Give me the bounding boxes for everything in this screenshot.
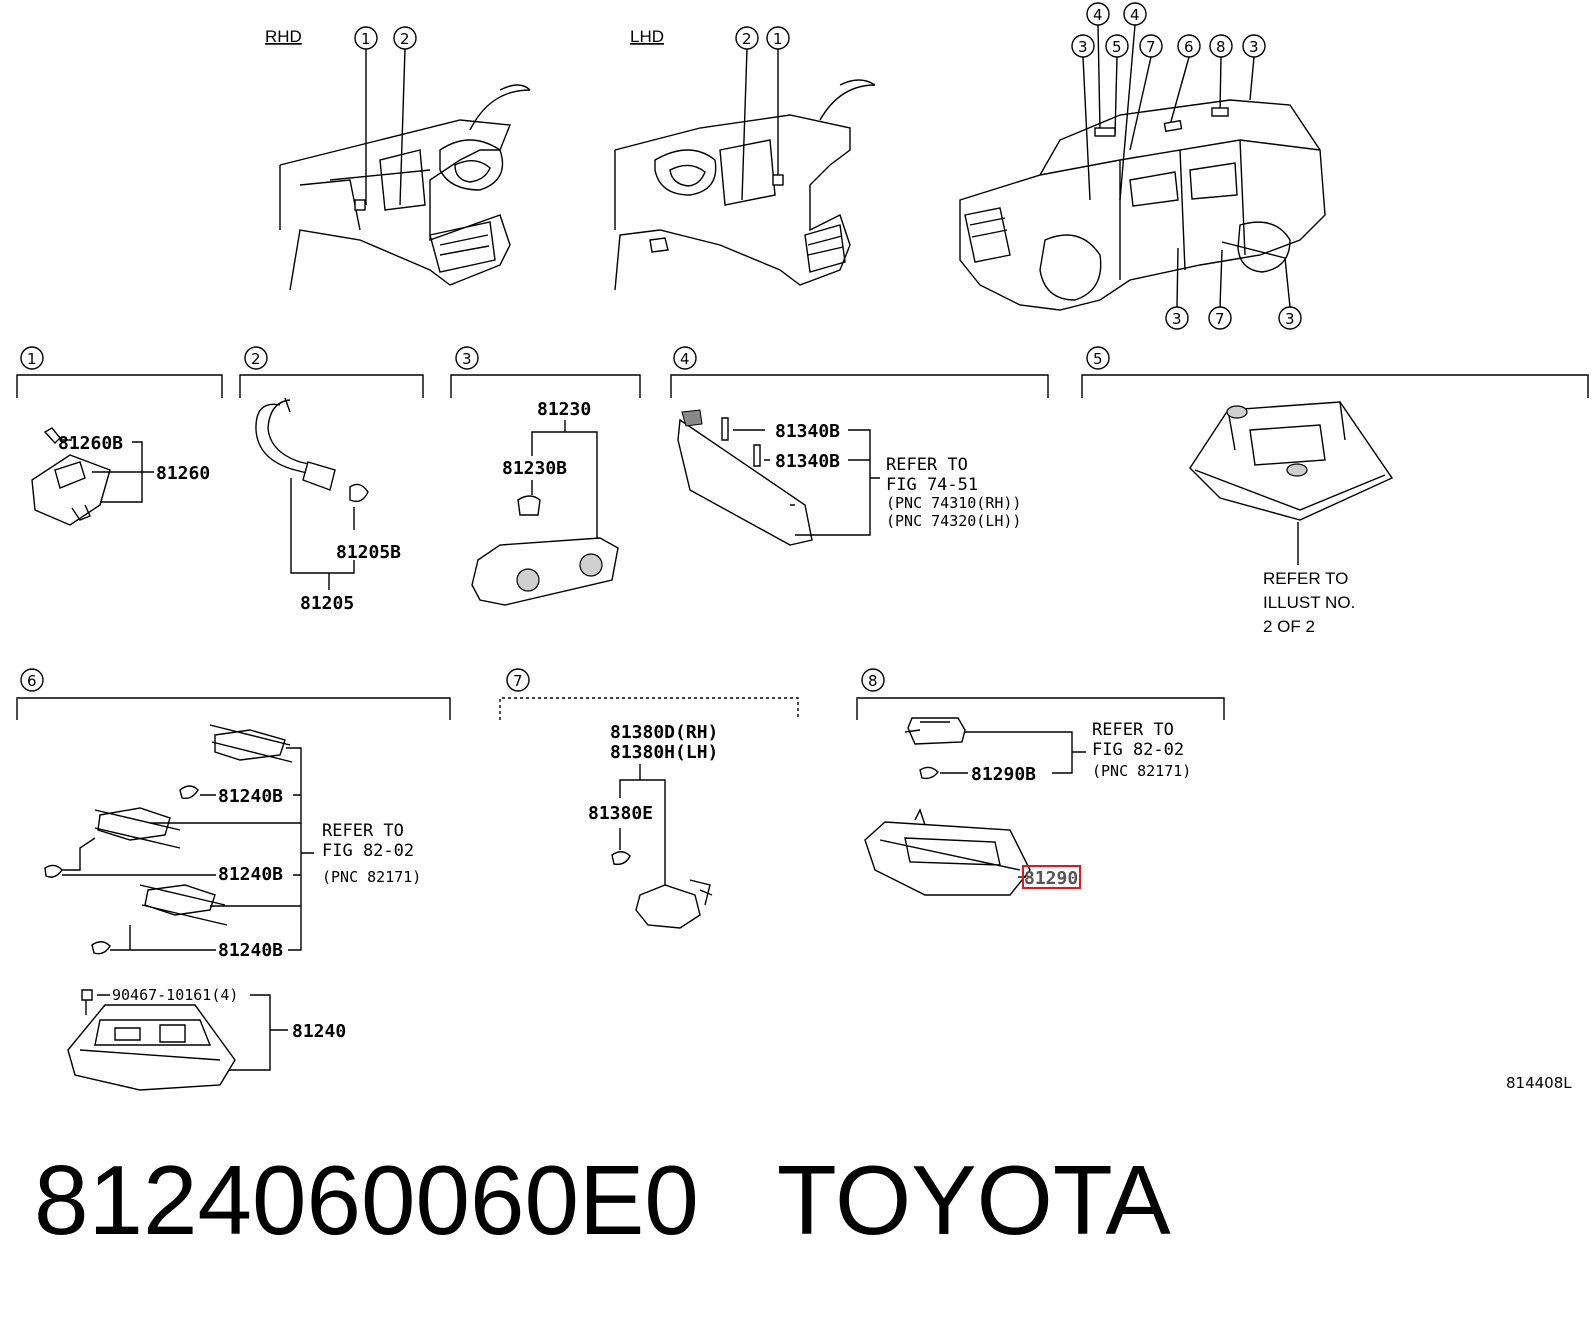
svg-text:3: 3 bbox=[1285, 310, 1295, 328]
callout-6-top: 6 bbox=[1177, 34, 1201, 58]
section6-refer-line3: (PNC 82171) bbox=[322, 868, 421, 886]
callout-5-top: 5 bbox=[1105, 34, 1129, 58]
part-number: 8124060060E0 bbox=[34, 1145, 699, 1255]
section-1: 1 81260B 81260 bbox=[16, 346, 223, 526]
part-label-81290B: 81290B bbox=[971, 764, 1036, 785]
svg-text:8: 8 bbox=[1216, 38, 1226, 56]
section-6-marker: 6 bbox=[20, 668, 44, 692]
lhd-label: LHD bbox=[630, 27, 664, 46]
svg-text:8: 8 bbox=[868, 672, 878, 690]
section-7: 7 81380D(RH) 81380H(LH) 81380E bbox=[499, 668, 799, 929]
callout-4-top-a: 4 bbox=[1086, 2, 1110, 26]
rhd-dashboard-illustration: RHD 1 2 bbox=[265, 26, 531, 291]
callout-3-top-a: 3 bbox=[1071, 34, 1095, 58]
callout-8-top: 8 bbox=[1209, 34, 1233, 58]
svg-text:3: 3 bbox=[1249, 38, 1259, 56]
section-8-marker: 8 bbox=[861, 668, 885, 692]
section4-refer-line1: REFER TO bbox=[886, 455, 968, 475]
part-label-81340B-a: 81340B bbox=[775, 421, 840, 442]
rhd-label: RHD bbox=[265, 27, 302, 46]
section-1-marker: 1 bbox=[20, 346, 44, 370]
section8-refer-line3: (PNC 82171) bbox=[1092, 762, 1191, 780]
part-label-81240: 81240 bbox=[292, 1021, 346, 1042]
part-label-81290: 81290 bbox=[1024, 868, 1078, 889]
part-label-81205B: 81205B bbox=[336, 542, 401, 563]
section-7-marker: 7 bbox=[506, 668, 530, 692]
part-label-81260B: 81260B bbox=[58, 433, 123, 454]
svg-text:4: 4 bbox=[1130, 6, 1140, 24]
part-label-81205: 81205 bbox=[300, 593, 354, 614]
svg-text:3: 3 bbox=[1078, 38, 1088, 56]
part-label-81380H-LH: 81380H(LH) bbox=[610, 742, 718, 763]
part-label-screw-90467: 90467-10161(4) bbox=[112, 986, 238, 1004]
callout-1-lhd: 1 bbox=[766, 26, 790, 50]
callout-4-top-b: 4 bbox=[1123, 2, 1147, 26]
svg-text:6: 6 bbox=[27, 672, 37, 690]
svg-text:4: 4 bbox=[1093, 6, 1103, 24]
section4-refer-line4: (PNC 74320(LH)) bbox=[886, 512, 1021, 530]
section-4-marker: 4 bbox=[673, 346, 697, 370]
section8-refer-line2: FIG 82-02 bbox=[1092, 740, 1184, 760]
section-2-marker: 2 bbox=[244, 346, 268, 370]
section-5-marker: 5 bbox=[1086, 346, 1110, 370]
section5-refer-line1: REFER TO bbox=[1263, 569, 1348, 588]
part-label-81340B-b: 81340B bbox=[775, 451, 840, 472]
svg-text:5: 5 bbox=[1112, 38, 1122, 56]
section-4: 4 81340B 81340B REFER TO FIG 74-51 (PNC … bbox=[670, 346, 1049, 546]
svg-text:5: 5 bbox=[1093, 350, 1103, 368]
part-label-81380E: 81380E bbox=[588, 803, 653, 824]
svg-text:3: 3 bbox=[1172, 310, 1182, 328]
highlight-box-81290 bbox=[1022, 865, 1081, 889]
svg-text:2: 2 bbox=[400, 30, 410, 48]
vehicle-illustration: 4 4 3 5 7 6 8 3 3 7 3 bbox=[959, 2, 1326, 330]
callout-2-lhd: 2 bbox=[735, 26, 759, 50]
section-6: 6 81240B 81240B 81240B REFER TO FIG 82-0… bbox=[16, 668, 451, 1091]
part-label-81380D-RH: 81380D(RH) bbox=[610, 722, 718, 743]
callout-2-rhd: 2 bbox=[393, 26, 417, 50]
callout-7-top: 7 bbox=[1139, 34, 1163, 58]
callout-3-bottom-a: 3 bbox=[1165, 306, 1189, 330]
section6-refer-line1: REFER TO bbox=[322, 821, 404, 841]
part-label-81230B: 81230B bbox=[502, 458, 567, 479]
section-8: 8 81290B REFER TO FIG 82-02 (PNC 82171) … bbox=[856, 668, 1225, 896]
brand-name: TOYOTA bbox=[776, 1145, 1171, 1255]
section4-refer-line3: (PNC 74310(RH)) bbox=[886, 494, 1021, 512]
part-label-81240B-c: 81240B bbox=[218, 940, 283, 961]
svg-text:7: 7 bbox=[1146, 38, 1156, 56]
section-3: 3 81230 81230B bbox=[450, 346, 641, 606]
svg-text:6: 6 bbox=[1184, 38, 1194, 56]
svg-text:3: 3 bbox=[462, 350, 472, 368]
section-2: 2 81205B 81205 bbox=[239, 346, 424, 614]
section-5: 5 REFER TO ILLUST NO. 2 OF 2 bbox=[1081, 346, 1589, 636]
part-caption: 8124060060E0 TOYOTA bbox=[34, 1145, 1574, 1255]
callout-3-top-b: 3 bbox=[1242, 34, 1266, 58]
section8-refer-line1: REFER TO bbox=[1092, 720, 1174, 740]
lhd-dashboard-illustration: LHD 2 1 bbox=[614, 26, 876, 291]
section4-refer-line2: FIG 74-51 bbox=[886, 475, 978, 495]
callout-7-bottom: 7 bbox=[1208, 306, 1232, 330]
section5-refer-line2: ILLUST NO. bbox=[1263, 593, 1355, 612]
callout-1-rhd: 1 bbox=[354, 26, 378, 50]
svg-text:7: 7 bbox=[1215, 310, 1225, 328]
illustration-code: 814408L bbox=[1506, 1074, 1572, 1092]
svg-text:1: 1 bbox=[361, 30, 371, 48]
section6-refer-line2: FIG 82-02 bbox=[322, 841, 414, 861]
section5-refer-line3: 2 OF 2 bbox=[1263, 617, 1315, 636]
svg-text:2: 2 bbox=[742, 30, 752, 48]
svg-text:4: 4 bbox=[680, 350, 690, 368]
svg-text:2: 2 bbox=[251, 350, 261, 368]
part-label-81230: 81230 bbox=[537, 399, 591, 420]
svg-text:1: 1 bbox=[27, 350, 37, 368]
svg-text:7: 7 bbox=[513, 672, 523, 690]
part-label-81240B-a: 81240B bbox=[218, 786, 283, 807]
callout-3-bottom-b: 3 bbox=[1278, 306, 1302, 330]
section-3-marker: 3 bbox=[455, 346, 479, 370]
part-label-81260: 81260 bbox=[156, 463, 210, 484]
svg-text:1: 1 bbox=[773, 30, 783, 48]
part-label-81240B-b: 81240B bbox=[218, 864, 283, 885]
